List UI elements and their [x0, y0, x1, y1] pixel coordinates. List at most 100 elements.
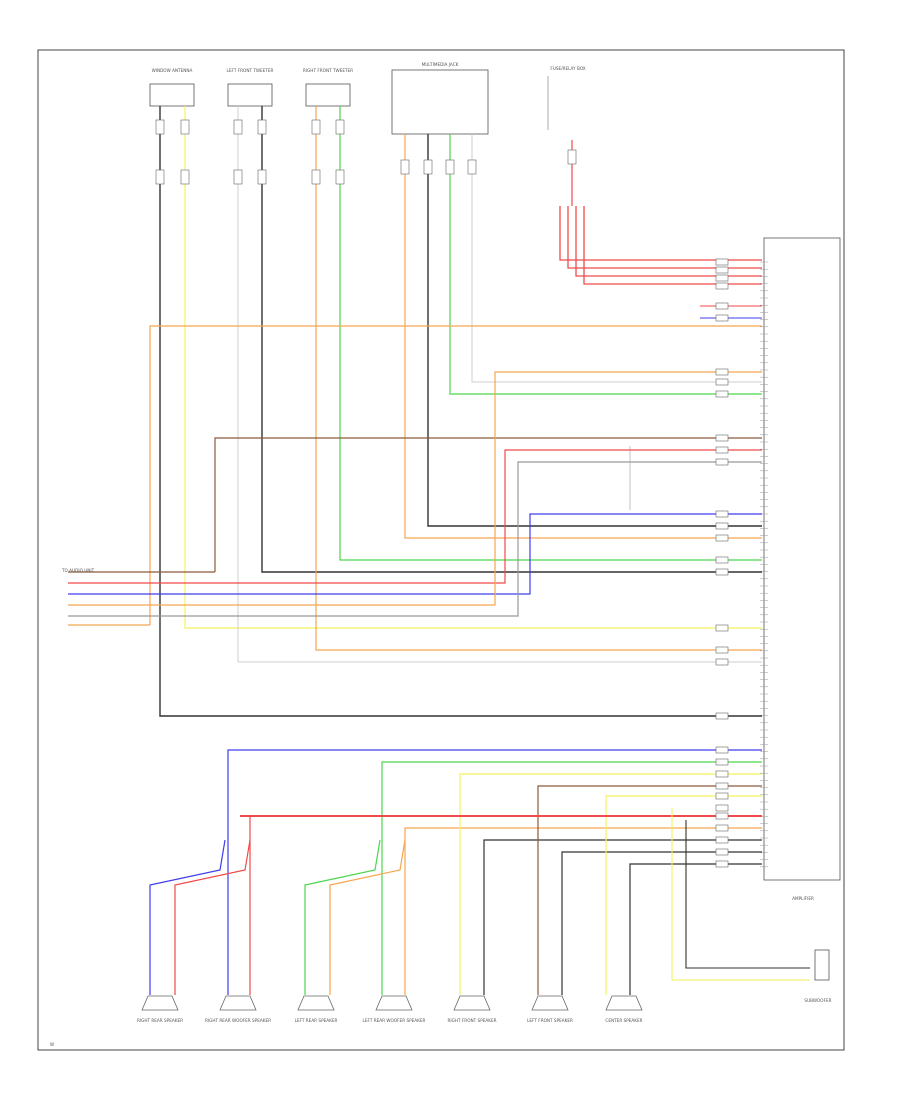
speaker-center-spk: CENTER SPEAKER — [605, 995, 643, 1023]
inline-connector — [335, 169, 345, 185]
amplifier-connector — [715, 782, 729, 790]
amplifier-connector — [715, 534, 729, 542]
media-orange-wire — [404, 134, 762, 539]
amplifier-connector — [715, 266, 729, 274]
top-components: WINDOW ANTENNA LEFT FRONT TWEETER RIGHT … — [149, 62, 586, 135]
inline-connector — [467, 159, 477, 175]
subwoofer-yellow-wire — [671, 808, 810, 981]
speaker-wire — [605, 795, 762, 995]
lf-tweeter-black-wire — [261, 106, 762, 573]
speaker-wire — [459, 773, 762, 995]
antenna-black-wire — [159, 106, 762, 717]
inline-connector — [311, 169, 321, 185]
rf-tweeter-orange-wire — [315, 106, 762, 651]
inline-connector — [257, 169, 267, 185]
fuse-red-wire — [583, 206, 762, 285]
amplifier-connector — [715, 314, 729, 322]
bottom-speakers: RIGHT REAR SPEAKER RIGHT REAR WOOFER SPEA… — [137, 995, 643, 1023]
window-antenna-label: WINDOW ANTENNA — [152, 68, 193, 73]
speaker-label: LEFT FRONT SPEAKER — [527, 1018, 573, 1023]
inline-connector — [233, 169, 243, 185]
inline-connector — [567, 149, 577, 165]
speaker-icon — [141, 995, 179, 1011]
brown-wire — [214, 437, 762, 572]
speaker-label: LEFT REAR WOOFER SPEAKER — [363, 1018, 426, 1023]
amplifier-connector — [715, 368, 729, 376]
left-bundle-wire — [68, 461, 762, 617]
speaker-wire — [404, 827, 762, 995]
speaker-icon — [453, 995, 491, 1011]
amplifier-connector — [715, 746, 729, 754]
speaker-wire — [227, 749, 762, 995]
speaker-label: RIGHT REAR SPEAKER — [137, 1018, 183, 1023]
speaker-lr-spk: LEFT REAR SPEAKER — [295, 995, 338, 1023]
multimedia-jack-label: MULTIMEDIA JACK — [422, 62, 459, 67]
speaker-label: RIGHT REAR WOOFER SPEAKER — [205, 1018, 271, 1023]
inline-connector — [233, 119, 243, 135]
left-bundle-wire — [68, 449, 762, 584]
speaker-lf-spk: LEFT FRONT SPEAKER — [527, 995, 573, 1023]
amplifier-connector — [715, 302, 729, 310]
amplifier-label: AMPLIFIER — [792, 896, 814, 901]
amplifier-pins — [760, 261, 768, 868]
speaker-wire — [249, 815, 762, 995]
diagram-frame — [37, 49, 845, 1051]
left-bundle-wire — [68, 371, 762, 606]
left-bundle-wire — [68, 513, 762, 595]
amplifier-connector — [715, 836, 729, 844]
fuse-red-wire — [559, 206, 762, 261]
rear-speaker-wire — [174, 839, 251, 995]
amplifier-connector — [715, 446, 729, 454]
fuse-red-wire — [575, 206, 762, 277]
inline-connector — [180, 169, 190, 185]
amplifier-connector — [715, 556, 729, 564]
speaker-wire — [561, 851, 762, 995]
amplifier-connector — [715, 658, 729, 666]
speaker-label: LEFT REAR SPEAKER — [295, 1018, 338, 1023]
amplifier-connector — [715, 378, 729, 386]
amplifier-connector — [715, 568, 729, 576]
multimedia-jack-box — [391, 69, 489, 135]
speaker-rr-woofer: RIGHT REAR WOOFER SPEAKER — [205, 995, 271, 1023]
rear-speaker-wire — [304, 839, 381, 995]
lf-tweeter-white-wire — [237, 106, 762, 663]
amplifier-connector — [715, 522, 729, 530]
speaker-wire — [629, 863, 762, 995]
speaker-label: CENTER SPEAKER — [605, 1018, 642, 1023]
inline-connector — [155, 119, 165, 135]
inline-connector — [400, 159, 410, 175]
inline-connector — [180, 119, 190, 135]
inline-connector — [311, 119, 321, 135]
rf-tweeter-green-wire — [339, 106, 762, 561]
speaker-wire — [537, 785, 762, 995]
inline-connector — [335, 119, 345, 135]
amplifier-connector — [715, 274, 729, 282]
amplifier-connector — [715, 804, 729, 812]
speaker-wire — [483, 839, 762, 995]
amplifier-box — [763, 237, 841, 881]
amplifier-connector — [715, 758, 729, 766]
wire-harness — [68, 106, 810, 995]
speaker-icon — [605, 995, 643, 1011]
amplifier-connector — [715, 390, 729, 398]
speaker-icon — [219, 995, 257, 1011]
amplifier-connector — [715, 812, 729, 820]
speaker-icon — [531, 995, 569, 1011]
inline-connector — [257, 119, 267, 135]
subwoofer-label: SUBWOOFER — [804, 998, 831, 1003]
amplifier-connector — [715, 860, 729, 868]
speaker-rf-spk: RIGHT FRONT SPEAKER — [447, 995, 497, 1023]
amplifier-connector — [715, 510, 729, 518]
speaker-rr-spk: RIGHT REAR SPEAKER — [137, 995, 183, 1023]
amplifier-connector — [715, 824, 729, 832]
amplifier-connector — [715, 646, 729, 654]
left-front-tweeter-label: LEFT FRONT TWEETER — [227, 68, 274, 73]
left-front-tweeter-box — [227, 83, 273, 107]
footer-id: W — [50, 1042, 54, 1047]
speaker-icon — [375, 995, 413, 1011]
window-antenna-box — [149, 83, 195, 107]
amplifier-connector — [715, 258, 729, 266]
amplifier-connector — [715, 792, 729, 800]
speaker-label: RIGHT FRONT SPEAKER — [447, 1018, 496, 1023]
